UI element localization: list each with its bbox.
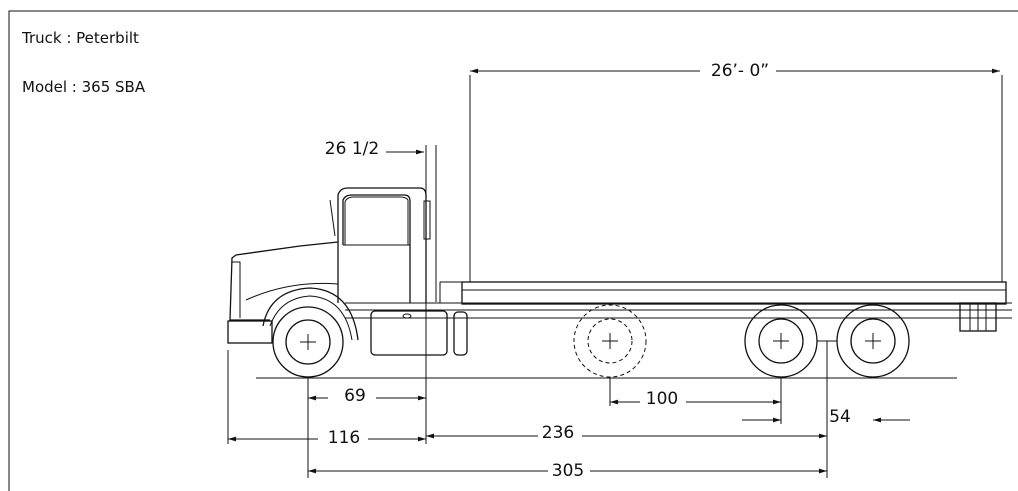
drawing-frame xyxy=(8,10,1018,491)
fuel-tank xyxy=(370,310,448,356)
dim-305-label: 305 xyxy=(552,461,584,481)
truck-make-label: Truck : Peterbilt xyxy=(21,29,139,47)
truck-model-label: Model : 365 SBA xyxy=(22,78,146,96)
dim-front-axle-to-cab: 69 xyxy=(308,386,426,406)
dim-cab-gap-label: 26 1/2 xyxy=(325,139,379,159)
dim-236-label: 236 xyxy=(542,423,574,443)
drive-wheel-rear xyxy=(836,304,910,378)
front-wheel xyxy=(272,306,344,378)
dim-wheelbase: 305 xyxy=(308,461,827,481)
drive-wheel-front xyxy=(744,304,818,378)
dim-body-length-label: 26’- 0” xyxy=(711,61,769,81)
dim-54-label: 54 xyxy=(829,407,851,427)
dim-100-label: 100 xyxy=(646,389,678,409)
rear-light xyxy=(959,302,997,332)
cargo-box xyxy=(425,75,1003,302)
dim-116-label: 116 xyxy=(328,428,360,448)
dim-69-label: 69 xyxy=(344,386,366,406)
extension-lines xyxy=(227,302,828,478)
dim-body-length: 26’- 0” xyxy=(470,61,1000,81)
chassis-frame xyxy=(345,281,1012,319)
air-tank xyxy=(453,311,468,356)
truck-cab xyxy=(227,187,431,344)
dim-front-overhang: 116 xyxy=(228,428,426,448)
dim-pusher-to-drive: 100 xyxy=(610,389,781,409)
dim-cab-to-rear: 236 xyxy=(426,423,827,443)
dim-tandem-half: 54 xyxy=(742,407,910,427)
pusher-axle-wheel xyxy=(573,304,647,378)
dim-cab-gap: 26 1/2 xyxy=(325,139,424,159)
